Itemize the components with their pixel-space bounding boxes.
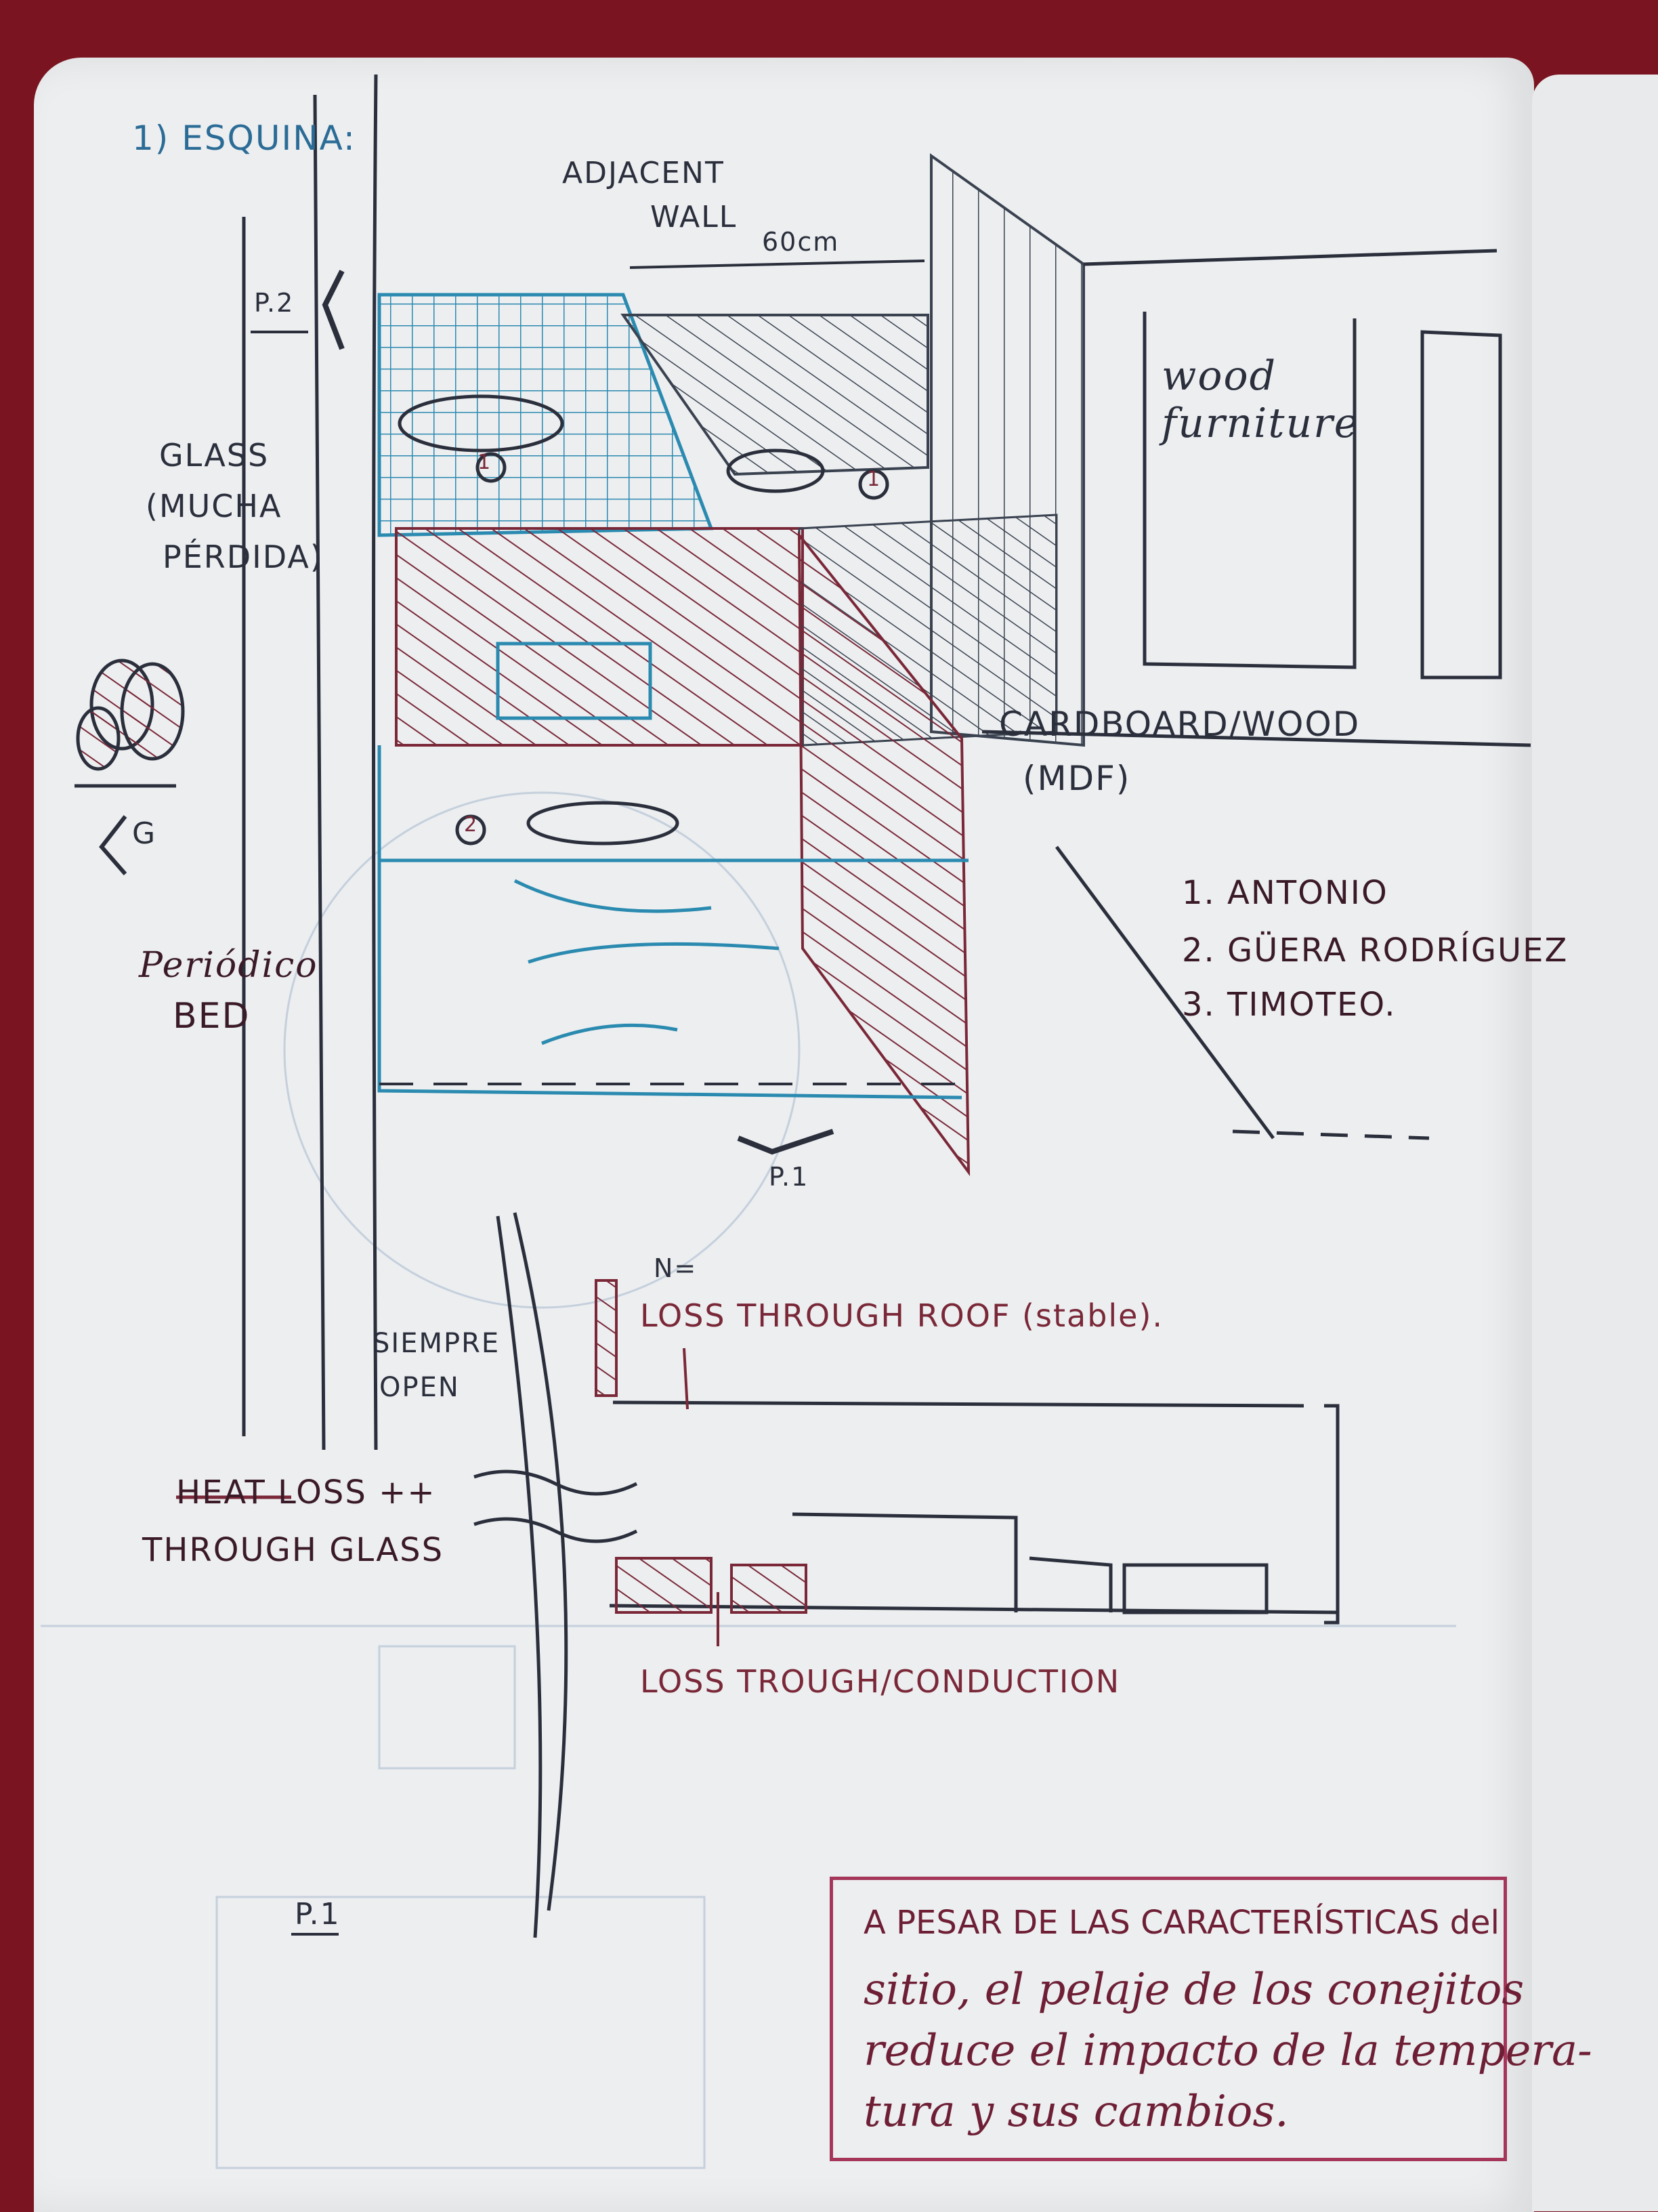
floor-outline	[377, 745, 969, 1100]
tree-icon	[76, 659, 185, 771]
label-perdida: PÉRDIDA)	[163, 539, 324, 575]
label-mucha: (MUCHA	[146, 488, 282, 524]
glass-wall-lines	[242, 74, 568, 1938]
view-arrow-icon	[99, 815, 127, 875]
note-box: A PESAR DE LAS CARACTERÍSTICAS del sitio…	[830, 1877, 1592, 2161]
note-line-2: sitio, el pelaje de los conejitos	[864, 1965, 1525, 2015]
label-loss-roof: LOSS THROUGH ROOF (stable).	[640, 1297, 1164, 1334]
legend-item-3: 3. TIMOTEO.	[1182, 986, 1397, 1024]
label-view-g: G	[132, 816, 157, 851]
note-line-4: tura y sus cambios.	[864, 2087, 1289, 2137]
label-dimension: 60cm	[762, 227, 840, 257]
label-north: N=	[654, 1253, 698, 1283]
view-p1-arrow-icon	[737, 1129, 834, 1155]
view-p2-arrow-icon	[322, 270, 345, 350]
label-through-glass: THROUGH GLASS	[142, 1531, 444, 1569]
label-mdf: (MDF)	[1023, 759, 1131, 798]
label-bed: BED	[173, 996, 251, 1037]
note-line-3: reduce el impacto de la tempera-	[864, 2026, 1592, 2076]
label-glass: GLASS	[159, 437, 270, 474]
marker-1a: 1	[477, 451, 492, 474]
label-wall: WALL	[650, 200, 738, 234]
legend-item-2: 2. GÜERA RODRÍGUEZ	[1182, 932, 1569, 969]
section-drawing	[473, 1400, 1340, 1625]
marker-1b: 1	[867, 467, 882, 491]
note-line-1: A PESAR DE LAS CARACTERÍSTICAS del	[864, 1904, 1500, 1942]
marker-2: 2	[464, 813, 479, 837]
legend-item-1: 1. ANTONIO	[1182, 874, 1388, 912]
label-siempre: SIEMPRE	[373, 1328, 501, 1359]
label-heat-loss: HEAT LOSS ++	[176, 1474, 436, 1511]
label-view-p2: P.2	[254, 288, 295, 318]
label-p1: P.1	[295, 1897, 341, 1932]
rabbit-figures	[398, 394, 889, 846]
label-furniture: furniture	[1162, 400, 1360, 447]
label-wood: wood	[1162, 352, 1277, 400]
label-cardboard: CARDBOARD/WOOD	[999, 705, 1361, 744]
wood-furniture	[981, 249, 1531, 1140]
label-loss-conduction: LOSS TROUGH/CONDUCTION	[640, 1663, 1121, 1700]
label-periodico: Periódico	[139, 945, 318, 986]
label-view-p1: P.1	[769, 1162, 809, 1192]
heading-esquina: 1) ESQUINA:	[132, 119, 356, 158]
label-open: OPEN	[379, 1372, 460, 1403]
next-page-edge	[1532, 75, 1658, 2211]
bleed-through	[41, 791, 1456, 2169]
dimension-line	[629, 259, 925, 269]
hatched-wall	[395, 527, 804, 747]
label-adjacent: ADJACENT	[562, 156, 725, 190]
